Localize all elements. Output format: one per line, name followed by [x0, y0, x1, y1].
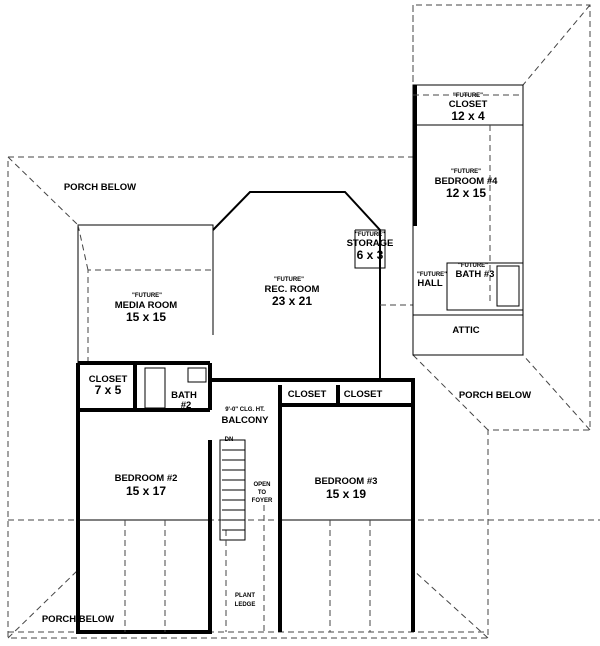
- svg-text:PLANT: PLANT: [235, 593, 255, 599]
- svg-text:"FUTURE": "FUTURE": [274, 277, 304, 283]
- svg-text:TO: TO: [258, 490, 267, 496]
- porch-below-label-bottom: PORCH BELOW: [42, 614, 114, 625]
- svg-text:BATH: BATH: [171, 390, 197, 401]
- room-bedroom-2: BEDROOM #2 15 x 17: [115, 473, 178, 498]
- svg-text:12 x 15: 12 x 15: [446, 186, 486, 200]
- porch-below-label-top: PORCH BELOW: [64, 182, 136, 193]
- open-to-foyer-label: OPEN TO FOYER: [252, 482, 273, 504]
- svg-text:9'-0" CLG. HT.: 9'-0" CLG. HT.: [225, 407, 265, 413]
- svg-text:HALL: HALL: [417, 278, 443, 289]
- svg-text:12 x 4: 12 x 4: [451, 109, 485, 123]
- svg-text:"FUTURE": "FUTURE": [355, 232, 385, 238]
- stair[interactable]: [222, 449, 245, 531]
- svg-text:FOYER: FOYER: [252, 498, 273, 504]
- room-attic: ATTIC: [452, 325, 479, 336]
- svg-text:"FUTURE": "FUTURE": [451, 169, 481, 175]
- room-bath-3: "FUTURE" BATH #3: [456, 263, 495, 280]
- rec-room-walls: [212, 191, 413, 380]
- svg-text:MEDIA ROOM: MEDIA ROOM: [115, 300, 178, 311]
- room-balcony: 9'-0" CLG. HT. BALCONY: [222, 407, 270, 426]
- roof-outline: [7, 4, 600, 639]
- svg-text:CLOSET: CLOSET: [449, 99, 488, 110]
- plant-ledge-label: PLANT LEDGE: [235, 593, 256, 608]
- svg-text:"FUTURE": "FUTURE": [453, 93, 483, 99]
- stair-down-label: DN: [225, 437, 234, 443]
- room-closet-bedroom-3b: CLOSET: [344, 389, 383, 400]
- svg-text:"FUTURE": "FUTURE": [132, 293, 162, 299]
- svg-text:BEDROOM #4: BEDROOM #4: [435, 176, 499, 187]
- room-storage: "FUTURE" STORAGE 6 x 3: [347, 232, 394, 262]
- svg-text:LEDGE: LEDGE: [235, 602, 256, 608]
- room-rec-room: "FUTURE" REC. ROOM 23 x 21: [265, 277, 320, 308]
- svg-text:"FUTURE": "FUTURE": [458, 263, 488, 269]
- room-bedroom-4: "FUTURE" BEDROOM #4 12 x 15: [435, 169, 499, 200]
- svg-text:BATH #3: BATH #3: [456, 269, 495, 280]
- room-closet-bedroom-3a: CLOSET: [288, 389, 327, 400]
- svg-text:BALCONY: BALCONY: [222, 415, 270, 426]
- svg-text:7 x 5: 7 x 5: [95, 383, 122, 397]
- svg-text:BEDROOM #3: BEDROOM #3: [315, 476, 378, 487]
- main-floor-walls: [76, 361, 415, 634]
- svg-text:BEDROOM #2: BEDROOM #2: [115, 473, 178, 484]
- room-bedroom-3: BEDROOM #3 15 x 19: [315, 476, 378, 501]
- svg-text:REC. ROOM: REC. ROOM: [265, 284, 320, 295]
- svg-text:OPEN: OPEN: [253, 482, 270, 488]
- svg-text:15 x 15: 15 x 15: [126, 310, 166, 324]
- porch-below-label-right: PORCH BELOW: [459, 390, 531, 401]
- room-closet-bedroom-2: CLOSET 7 x 5: [89, 374, 128, 397]
- room-bath-2: BATH #2: [171, 390, 197, 411]
- svg-text:CLOSET: CLOSET: [89, 374, 128, 385]
- bedroom4-wing-walls: [412, 84, 524, 356]
- svg-text:"FUTURE": "FUTURE": [417, 272, 447, 278]
- svg-text:STORAGE: STORAGE: [347, 238, 394, 249]
- svg-text:#2: #2: [181, 400, 192, 411]
- svg-text:15 x 17: 15 x 17: [126, 484, 166, 498]
- room-future-closet: "FUTURE" CLOSET 12 x 4: [449, 93, 488, 123]
- room-media-room: "FUTURE" MEDIA ROOM 15 x 15: [115, 293, 178, 324]
- svg-text:6 x 3: 6 x 3: [357, 248, 384, 262]
- room-hall: "FUTURE" HALL: [417, 272, 447, 289]
- svg-text:23 x 21: 23 x 21: [272, 294, 312, 308]
- svg-text:15 x 19: 15 x 19: [326, 487, 366, 501]
